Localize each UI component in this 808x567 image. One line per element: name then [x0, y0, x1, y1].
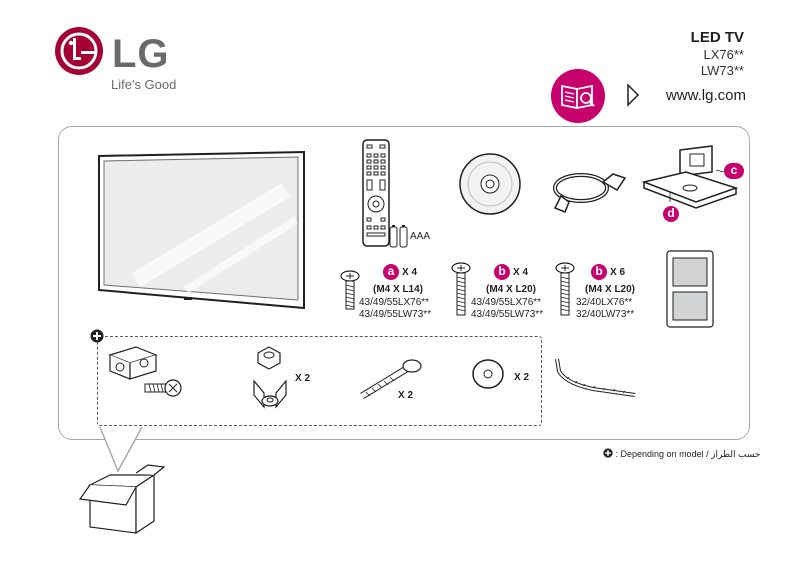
brand-name: LG — [112, 32, 170, 76]
screw-quantity: X 4 — [402, 267, 418, 278]
screw-model: 43/49/55LX76** — [359, 297, 430, 308]
package-box-icon — [78, 426, 166, 535]
nut-icon — [257, 346, 281, 370]
washer-icon — [472, 359, 504, 389]
screw-badge-b: b — [591, 264, 607, 280]
power-cord-icon — [553, 173, 627, 213]
optional-parts-group — [97, 336, 542, 426]
screw-icon — [451, 262, 471, 316]
screw-model: 32/40LX76** — [576, 297, 633, 308]
cd-disc-icon — [459, 153, 521, 215]
cable-tie-icon — [555, 358, 636, 397]
brand-slogan: Life's Good — [111, 77, 177, 92]
footnote: : Depending on model / حسب الطراز — [603, 448, 760, 460]
wing-nut-icon — [253, 379, 287, 409]
screw-badge-b: b — [494, 264, 510, 280]
plus-circle-icon — [90, 329, 104, 343]
screw-spec: (M4 X L20) — [585, 284, 636, 295]
screw-model: 43/49/55LW73** — [471, 309, 544, 320]
screw-quantity: X 4 — [513, 267, 529, 278]
model-number: LW73** — [700, 63, 744, 78]
screw-spec: (M4 X L20) — [486, 284, 537, 295]
lg-logo-icon — [55, 27, 103, 75]
product-title: LED TV — [690, 29, 744, 46]
chevron-right-icon — [627, 83, 640, 107]
tv-illustration-icon — [98, 150, 305, 310]
part-badge-c: c — [724, 163, 744, 179]
screw-spec: (M4 X L14) — [373, 284, 424, 295]
screw-icon — [340, 270, 360, 310]
battery-type-label: AAA — [410, 231, 431, 242]
part-badge-d: d — [663, 206, 679, 222]
tv-stand-icon — [641, 145, 739, 209]
part-quantity: X 2 — [398, 390, 414, 401]
cable-holder-icon — [666, 250, 714, 328]
battery-icon — [389, 225, 408, 248]
screw-model: 32/40LW73** — [576, 309, 635, 320]
bracket-icon — [108, 346, 158, 380]
part-quantity: X 2 — [514, 372, 530, 383]
screw-icon — [144, 379, 182, 397]
footnote-text: : Depending on model / حسب الطراز — [615, 449, 761, 459]
manual-book-icon — [551, 69, 605, 123]
screw-icon — [555, 262, 575, 316]
screw-quantity: X 6 — [610, 267, 626, 278]
website-link[interactable]: www.lg.com — [665, 87, 746, 104]
remote-control-icon — [362, 139, 390, 247]
bolt-icon — [360, 359, 422, 399]
screw-model: 43/49/55LW73** — [359, 309, 432, 320]
model-number: LX76** — [703, 47, 744, 62]
part-quantity: X 2 — [295, 373, 311, 384]
plus-circle-icon — [603, 448, 613, 458]
screw-model: 43/49/55LX76** — [471, 297, 542, 308]
screw-badge-a: a — [383, 264, 399, 280]
